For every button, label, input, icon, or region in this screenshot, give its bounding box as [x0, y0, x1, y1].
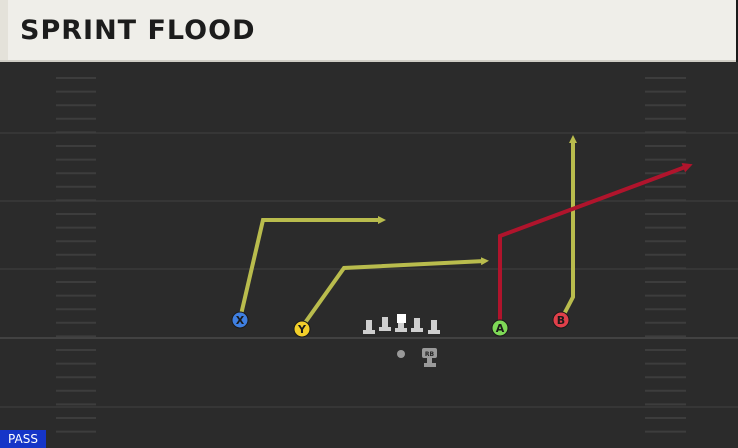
offensive-line [363, 314, 440, 334]
routes [238, 135, 693, 329]
lineman-icon [428, 320, 440, 334]
play-header: SPRINT FLOOD [0, 0, 738, 62]
lineman-icon [363, 320, 375, 334]
player-y[interactable]: Y [293, 320, 311, 338]
route-a [498, 163, 693, 327]
play-type-badge: PASS [0, 430, 46, 448]
play-title: SPRINT FLOOD [20, 15, 256, 46]
route-x [238, 216, 386, 320]
player-b-marker [552, 311, 570, 329]
player-x-marker [231, 311, 249, 329]
player-a[interactable]: A [491, 319, 509, 337]
center-icon [395, 314, 407, 332]
player-b[interactable]: B [552, 311, 570, 329]
lineman-icon [411, 318, 423, 332]
player-y-label: Y [297, 323, 307, 336]
play-diagram: RB X Y A B [0, 77, 738, 433]
lineman-icon [379, 317, 391, 331]
yard-lines [0, 132, 738, 408]
title-accent [0, 0, 8, 60]
player-a-label: A [496, 322, 505, 335]
player-y-marker [293, 320, 311, 338]
quarterback-icon [397, 350, 405, 358]
play-field: RB X Y A B [0, 62, 738, 448]
rb-label: RB [425, 351, 435, 358]
running-back-icon: RB [422, 348, 437, 367]
route-b [560, 135, 577, 319]
route-y [300, 257, 489, 329]
hash-marks [56, 77, 686, 433]
player-x-label: X [236, 314, 245, 327]
player-x[interactable]: X [231, 311, 249, 329]
title-bar: SPRINT FLOOD [0, 0, 736, 62]
player-b-label: B [557, 314, 565, 327]
player-a-marker [491, 319, 509, 337]
